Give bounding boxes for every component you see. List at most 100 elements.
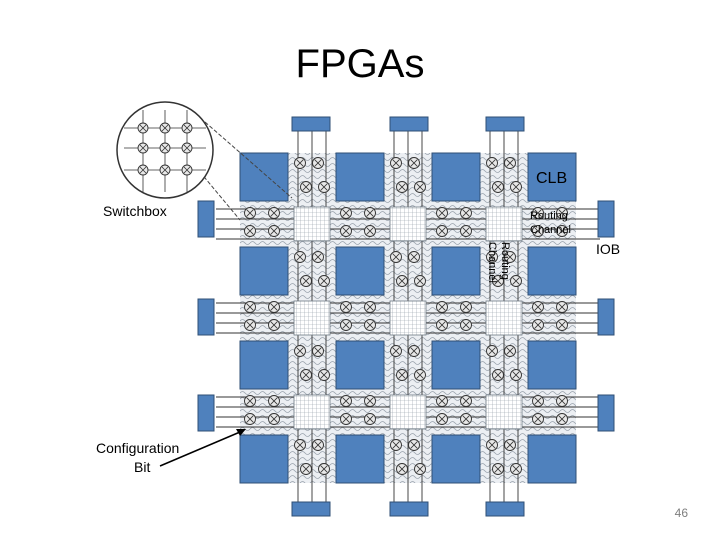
programmable-switch [181,122,193,134]
clb-block [431,340,481,390]
programmable-switch [504,251,516,263]
programmable-switch [268,301,280,313]
programmable-switch [532,301,544,313]
switchbox-label: Switchbox [103,203,167,219]
programmable-switch [556,207,568,219]
programmable-switch [436,319,448,331]
programmable-switch [532,319,544,331]
iob-block [485,501,525,517]
programmable-switch [244,413,256,425]
programmable-switch [364,207,376,219]
programmable-switch [408,345,420,357]
programmable-switch [460,207,472,219]
programmable-switch [556,413,568,425]
routing-channel-label-line2: Channel [530,224,571,236]
programmable-switch [510,463,522,475]
clb-block [335,434,385,484]
clb-block [431,152,481,202]
programmable-switch [244,301,256,313]
switchboxes [293,206,523,430]
page-title: FPGAs [295,42,425,86]
programmable-switch [504,345,516,357]
programmable-switch [396,369,408,381]
programmable-switch [268,225,280,237]
iob-block [197,394,215,432]
iob-block [389,501,429,517]
switchbox [389,300,427,336]
programmable-switch [504,439,516,451]
clb-label: CLB [536,170,567,187]
page-number: 46 [674,506,688,520]
programmable-switch [460,395,472,407]
switchbox [293,394,331,430]
programmable-switch [159,122,171,134]
clb-block [239,434,289,484]
programmable-switch [294,157,306,169]
programmable-switch [294,251,306,263]
programmable-switch [492,275,504,287]
iob-block [291,116,331,132]
programmable-switch [300,275,312,287]
programmable-switch [244,207,256,219]
programmable-switch [436,207,448,219]
programmable-switch [556,319,568,331]
programmable-switch [268,319,280,331]
programmable-switch [318,463,330,475]
programmable-switch [244,395,256,407]
programmable-switch [414,275,426,287]
clb-block [527,152,577,202]
programmable-switch [396,463,408,475]
programmable-switch [268,413,280,425]
clb-blocks [239,152,577,484]
programmable-switch [460,225,472,237]
programmable-switch [364,413,376,425]
programmable-switch [460,301,472,313]
clb-block [527,340,577,390]
programmable-switch [492,463,504,475]
programmable-switch [268,207,280,219]
programmable-switch [340,225,352,237]
programmable-switch [532,207,544,219]
iob-block [485,116,525,132]
programmable-switch [510,275,522,287]
switchbox [485,206,523,242]
programmable-switch [408,251,420,263]
clb-block [239,152,289,202]
programmable-switch [492,369,504,381]
programmable-switch [318,181,330,193]
programmable-switch [340,413,352,425]
switchbox [293,300,331,336]
iob-block [291,501,331,517]
programmable-switch [390,157,402,169]
programmable-switch [340,395,352,407]
switchbox [389,394,427,430]
programmable-switch [396,181,408,193]
programmable-switch [318,369,330,381]
programmable-switch [556,395,568,407]
programmable-switch [460,413,472,425]
programmable-switch [436,395,448,407]
programmable-switch [436,301,448,313]
configuration-bit-label-line1: Configuration [96,440,179,456]
configuration-bit-arrow [159,429,246,467]
programmable-switch [414,463,426,475]
vertical-routing-channel-label-line2: Channel [486,242,498,283]
programmable-switch [137,122,149,134]
clb-block [335,246,385,296]
clb-block [239,340,289,390]
programmable-switch [460,319,472,331]
clb-block [335,152,385,202]
configuration-bit-label-line2: Bit [134,459,150,475]
programmable-switch [159,142,171,154]
programmable-switch [340,207,352,219]
programmable-switch [408,439,420,451]
iob-block [597,394,615,432]
programmable-switch [244,225,256,237]
programmable-switch [504,157,516,169]
programmable-switch [390,439,402,451]
programmable-switch [414,369,426,381]
programmable-switch [390,345,402,357]
programmable-switch [181,164,193,176]
programmable-switch [364,319,376,331]
programmable-switch [300,369,312,381]
